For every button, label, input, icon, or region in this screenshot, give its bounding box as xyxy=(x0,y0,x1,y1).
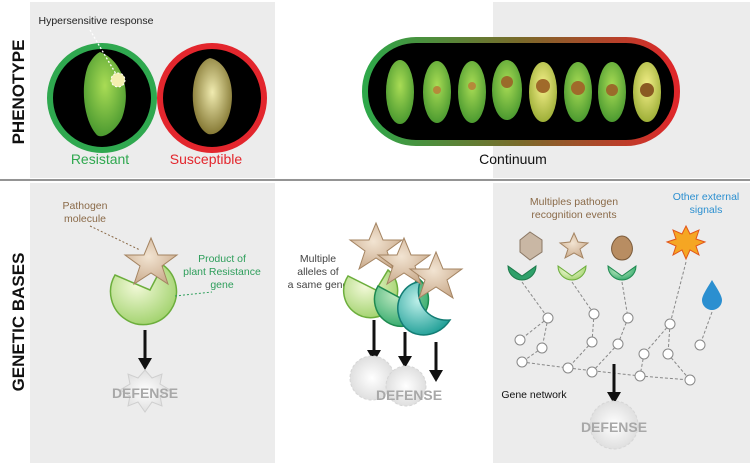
pathogen-pointer xyxy=(89,225,141,251)
continuum-label: Continuum xyxy=(479,151,547,167)
continuum-leaves xyxy=(362,37,680,146)
defense-label-2: DEFENSE xyxy=(376,387,442,403)
defense-burst-2b xyxy=(385,365,427,407)
gene-network-nodes xyxy=(514,308,706,386)
defense-burst-3 xyxy=(589,400,639,450)
signals-label-1: Other external xyxy=(673,191,740,203)
susceptible-leaf-circle xyxy=(157,43,267,153)
defense-label-1: DEFENSE xyxy=(112,385,178,401)
alleles-label-1: Multiple xyxy=(300,253,336,265)
receptor-3 xyxy=(607,265,637,281)
susceptible-label: Susceptible xyxy=(170,151,243,167)
external-signal-sun-icon xyxy=(665,224,707,261)
signals-label-2: signals xyxy=(690,204,723,216)
pathogen-hexagon xyxy=(519,231,543,261)
product-label-2: plant Resistance xyxy=(183,266,261,278)
pathogen-drop-shape xyxy=(611,235,633,261)
hypersensitive-pointer xyxy=(89,29,117,75)
resistant-leaf-circle xyxy=(47,43,157,153)
pathogen-molecule-label-1: Pathogen xyxy=(63,200,108,212)
hypersensitive-label: Hypersensitive response xyxy=(39,15,154,27)
resistance-protein-pacman xyxy=(109,263,178,326)
alleles-label-3: a same gene xyxy=(288,279,349,291)
resistant-label: Resistant xyxy=(71,151,129,167)
allele-3-crescent xyxy=(397,281,452,336)
product-label-1: Product of xyxy=(198,253,246,265)
row-label-phenotype: PHENOTYPE xyxy=(9,40,28,145)
defense-label-3: DEFENSE xyxy=(581,419,647,435)
receptor-1 xyxy=(507,265,537,281)
row-label-genetic-bases: GENETIC BASES xyxy=(9,253,28,392)
pathogen-star-1 xyxy=(123,236,179,286)
arrow-1-head xyxy=(138,358,152,370)
product-label-3: gene xyxy=(210,279,234,291)
defense-burst-1 xyxy=(119,369,171,413)
arrow-2c-head xyxy=(429,370,443,382)
recognition-label-2: recognition events xyxy=(531,209,616,221)
recognition-label-1: Multiples pathogen xyxy=(530,196,618,208)
pathogen-molecule-label-2: molecule xyxy=(64,213,106,225)
pathogen-star-5 xyxy=(558,231,590,260)
receptor-2 xyxy=(557,265,587,281)
alleles-label-2: alleles of xyxy=(297,266,339,278)
external-signal-water-drop-icon xyxy=(702,280,722,310)
arrow-3-head xyxy=(607,392,621,404)
pathogen-star-4 xyxy=(408,250,464,300)
arrow-2b-head xyxy=(398,356,412,368)
gene-network-label: Gene network xyxy=(501,389,567,401)
